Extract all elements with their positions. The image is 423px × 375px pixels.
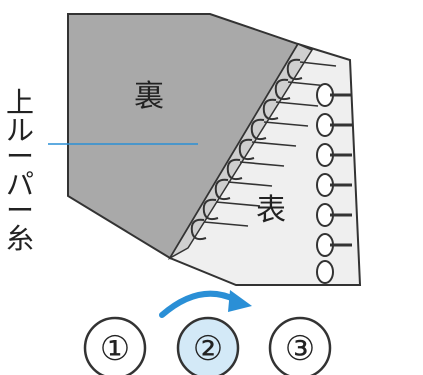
step-2-label: ② [193,329,223,369]
arrow-head-icon [228,290,252,312]
looper-thread-char: 糸 [6,222,34,255]
vertical-thread-bars [330,93,352,247]
looper-thread-char: ー [6,140,34,173]
back-side-label: 裏 [134,79,164,114]
step-2-circle[interactable] [176,316,240,375]
looper-thread-char: パ [6,168,34,201]
step-3-label: ③ [285,329,315,369]
seam-overlock-stitches [190,58,303,241]
looper-thread-char: 上 [6,86,34,119]
step-3-circle[interactable] [268,316,332,375]
looper-thread-label: 上 ル ー パ ー 糸 [6,86,34,255]
step-indicator: ① ② ③ [83,290,332,375]
front-side-label: 表 [256,193,286,228]
looper-thread-char: ル [6,114,34,147]
step-1-circle[interactable] [83,316,147,375]
next-step-arrow [159,290,239,318]
step-1-label: ① [100,329,130,369]
looper-thread-char: ー [6,194,34,227]
